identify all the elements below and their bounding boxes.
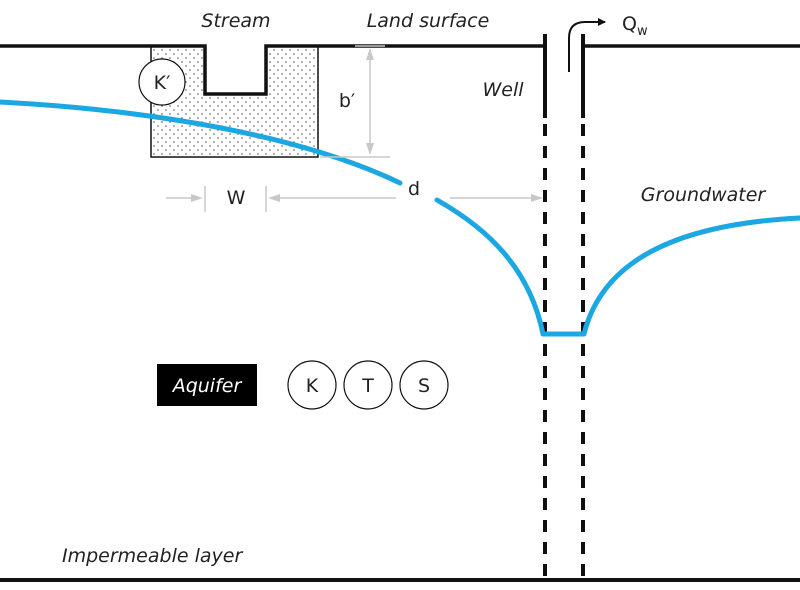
- streambed-k-label: K′: [154, 72, 171, 94]
- b-prime-label: b′: [339, 90, 355, 112]
- b-prime-arrow-down: [366, 143, 374, 155]
- well-label: Well: [482, 79, 524, 101]
- impermeable-layer-label: Impermeable layer: [62, 545, 243, 567]
- w-arrow-right-head: [268, 194, 280, 202]
- d-label: d: [408, 178, 420, 200]
- aquifer-k-label: K: [306, 375, 319, 397]
- streambed-k-circle: [138, 58, 186, 106]
- water-table-cone: [434, 197, 800, 337]
- discharge-q: Q: [622, 13, 637, 35]
- aquifer-s-label: S: [418, 375, 430, 397]
- water-table-left: [0, 99, 403, 186]
- groundwater-label: Groundwater: [641, 184, 767, 206]
- aquifer-label: Aquifer: [171, 375, 243, 397]
- discharge-subscript: w: [637, 24, 648, 39]
- w-label: W: [227, 187, 246, 209]
- aquifer-t-label: T: [361, 375, 374, 397]
- aquifer-t-circle: [343, 360, 393, 410]
- streambed-sediment: [150, 45, 319, 158]
- aquifer-k-circle: [287, 360, 337, 410]
- w-arrow-left-head: [191, 194, 203, 202]
- aquifer-s-circle: [399, 360, 449, 410]
- stream-label: Stream: [201, 10, 270, 32]
- b-prime-arrow-up: [366, 48, 374, 60]
- discharge-arrow: [568, 18, 606, 72]
- aquifer-label-box: [157, 364, 257, 406]
- discharge-label: Qw: [622, 13, 648, 39]
- d-arrow-head: [531, 194, 543, 202]
- land-surface-line: [0, 44, 545, 96]
- land-surface-label: Land surface: [367, 10, 490, 32]
